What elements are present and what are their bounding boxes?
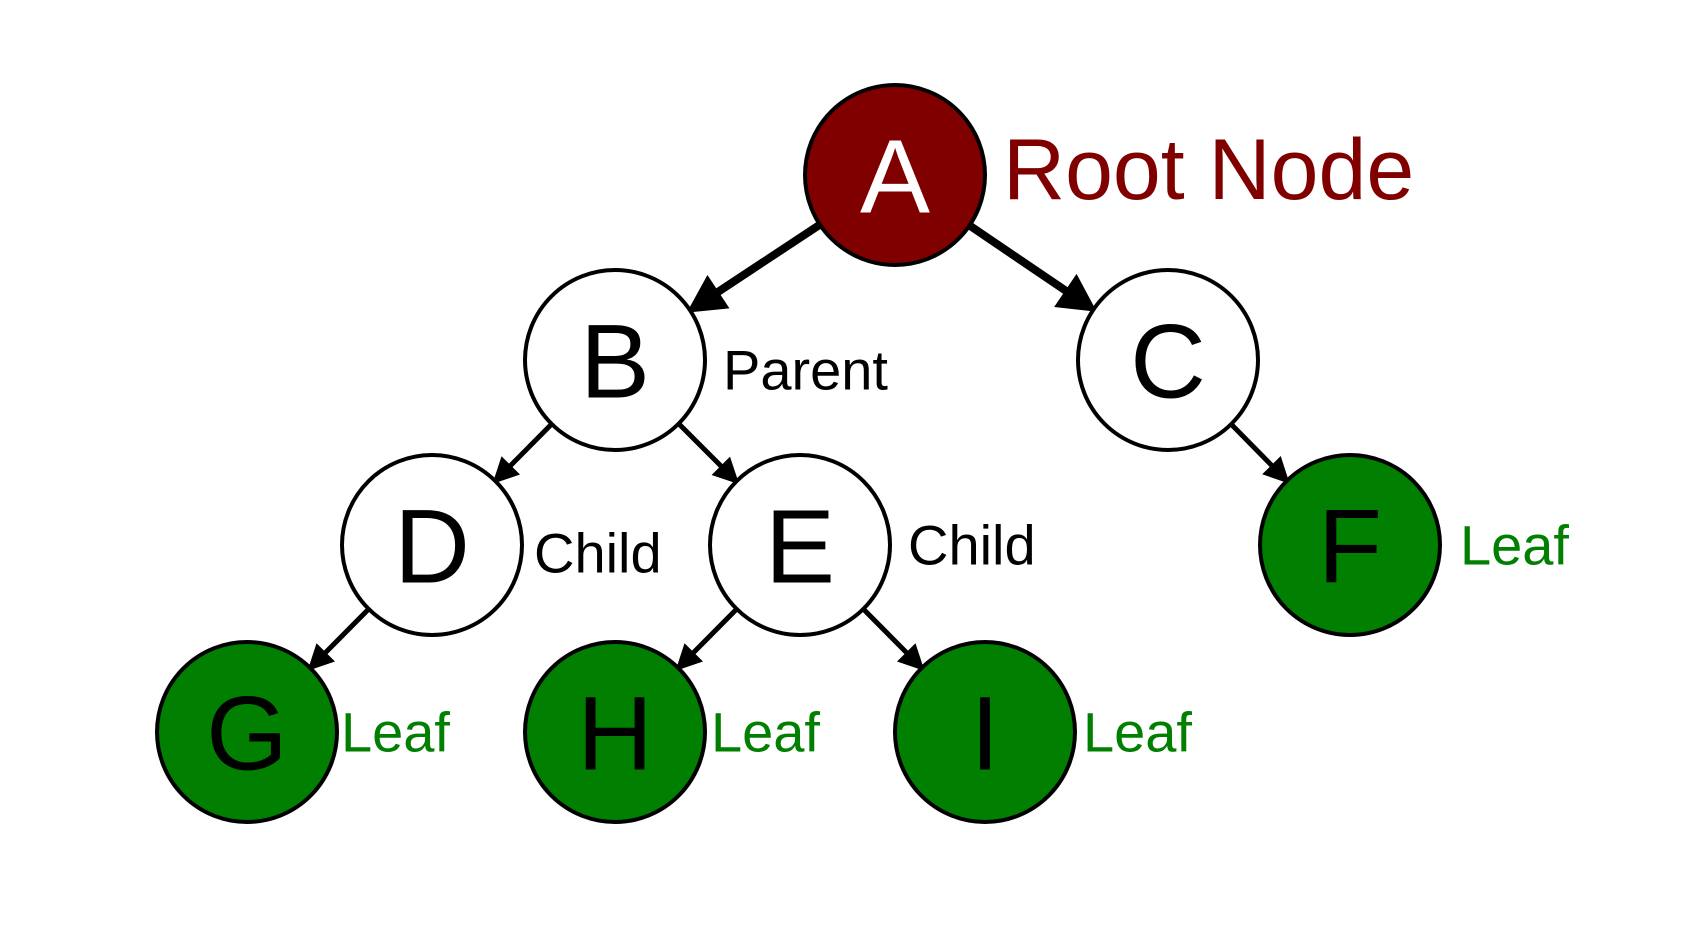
node-label: G — [206, 676, 288, 793]
node-annotation-I: Leaf — [1083, 701, 1192, 764]
node-E: E — [708, 453, 892, 637]
arrowhead — [686, 274, 730, 313]
node-label: B — [580, 304, 650, 421]
node-circle — [523, 640, 707, 824]
node-annotation-D: Child — [534, 522, 662, 585]
node-circle — [155, 640, 339, 824]
node-label: E — [765, 489, 835, 606]
node-circle — [708, 453, 892, 637]
arrowhead — [1054, 273, 1097, 312]
node-H: H — [523, 640, 707, 824]
node-F: F — [1258, 453, 1442, 637]
arrowhead — [675, 643, 704, 671]
node-label: D — [394, 489, 470, 606]
arrowhead — [307, 643, 336, 671]
arrowhead — [492, 456, 521, 484]
node-circle — [1076, 268, 1260, 452]
edge-line — [507, 422, 554, 469]
edge-B-D — [492, 422, 554, 484]
node-G: G — [155, 640, 339, 824]
edge-B-E — [676, 421, 740, 485]
node-circle — [340, 453, 524, 637]
node-circle — [523, 268, 707, 452]
edge-E-H — [675, 607, 739, 671]
node-B: B — [523, 268, 707, 452]
nodes-layer: A B C D E F G H I — [155, 83, 1442, 824]
node-label: F — [1318, 489, 1382, 606]
edge-line — [861, 607, 910, 656]
arrowhead — [896, 643, 925, 671]
node-circle — [893, 640, 1077, 824]
edge-line — [1229, 422, 1275, 469]
edge-line — [690, 607, 739, 656]
node-label: A — [860, 119, 930, 236]
edge-C-F — [1229, 422, 1290, 484]
edge-line — [676, 421, 724, 469]
node-D: D — [340, 453, 524, 637]
node-annotation-F: Leaf — [1460, 514, 1569, 577]
node-annotation-H: Leaf — [711, 701, 820, 764]
node-A: A — [803, 83, 987, 267]
node-label: I — [970, 676, 999, 793]
edge-line — [967, 222, 1070, 295]
arrowhead — [1262, 456, 1290, 484]
node-annotation-G: Leaf — [341, 701, 450, 764]
edges-layer — [307, 221, 1290, 671]
edge-A-B — [686, 221, 823, 313]
node-annotation-A: Root Node — [1003, 122, 1414, 218]
edge-line — [322, 607, 371, 656]
node-circle — [803, 83, 987, 267]
edge-E-I — [861, 607, 925, 671]
node-I: I — [893, 640, 1077, 824]
node-label: C — [1130, 304, 1206, 421]
arrowhead — [711, 456, 740, 485]
edge-line — [714, 221, 823, 297]
node-annotation-E: Child — [908, 514, 1036, 577]
node-label: H — [577, 676, 653, 793]
node-C: C — [1076, 268, 1260, 452]
edge-D-G — [307, 607, 371, 671]
node-circle — [1258, 453, 1442, 637]
edge-A-C — [967, 222, 1097, 312]
node-annotation-B: Parent — [723, 339, 888, 402]
